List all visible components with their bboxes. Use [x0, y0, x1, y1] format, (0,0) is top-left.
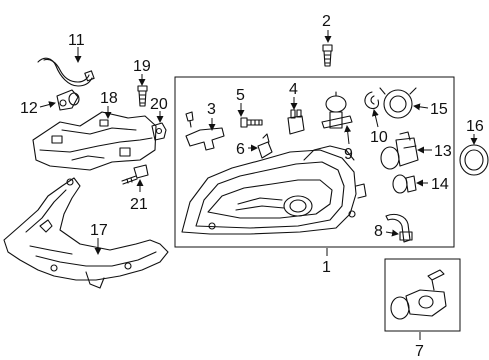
part-bracket-3: [185, 111, 225, 151]
callout-6: 6: [236, 141, 245, 158]
callout-13: 13: [434, 143, 452, 160]
callout-5: 5: [236, 87, 245, 104]
part-socket-15: [379, 87, 417, 119]
callout-14: 14: [431, 176, 449, 193]
callout-16: 16: [466, 118, 484, 135]
callout-17: 17: [90, 222, 108, 239]
headlamp-assembly-frame: [174, 76, 455, 248]
callout-20: 20: [150, 96, 168, 113]
callout-1: 1: [322, 259, 331, 276]
part-hose-11: [37, 57, 95, 87]
part-seal-16: [459, 144, 489, 176]
part-gasket-8: [385, 213, 413, 243]
part-connector-4: [287, 109, 305, 135]
part-bulb-14: [392, 174, 417, 194]
callout-7: 7: [415, 343, 424, 360]
callout-10: 10: [370, 129, 388, 146]
part-bracket-17: [3, 177, 169, 289]
part-bulb-9: [321, 91, 353, 129]
callout-12: 12: [20, 100, 38, 117]
headlamp-body: [181, 145, 367, 235]
part-screw-21: [121, 164, 149, 185]
part-bracket-18: [32, 111, 157, 171]
callout-8: 8: [374, 223, 383, 240]
leader-lines: [39, 30, 478, 340]
part-bolt-19: [137, 85, 148, 107]
callout-11: 11: [68, 32, 85, 49]
part-clip-10: [364, 91, 380, 110]
callout-9: 9: [344, 146, 353, 163]
part-connector-12: [56, 89, 80, 111]
mounting-kit-frame: [384, 258, 461, 332]
callout-15: 15: [430, 101, 448, 118]
callout-18: 18: [100, 90, 118, 107]
part-screw-5: [240, 117, 263, 128]
callout-3: 3: [207, 101, 216, 118]
callout-19: 19: [133, 58, 151, 75]
callout-4: 4: [289, 81, 298, 98]
part-connector-6: [257, 133, 273, 159]
part-bolt-2: [322, 44, 333, 67]
callout-2: 2: [322, 13, 331, 30]
part-mounting-kit-7: [390, 269, 447, 320]
callout-21: 21: [130, 196, 148, 213]
part-bulb-13: [380, 131, 419, 170]
part-clip-20: [151, 122, 167, 141]
callout-labels: 2 11 12 19 18 20 21 17 3 5 4 6 9 10 15 1…: [20, 13, 484, 360]
